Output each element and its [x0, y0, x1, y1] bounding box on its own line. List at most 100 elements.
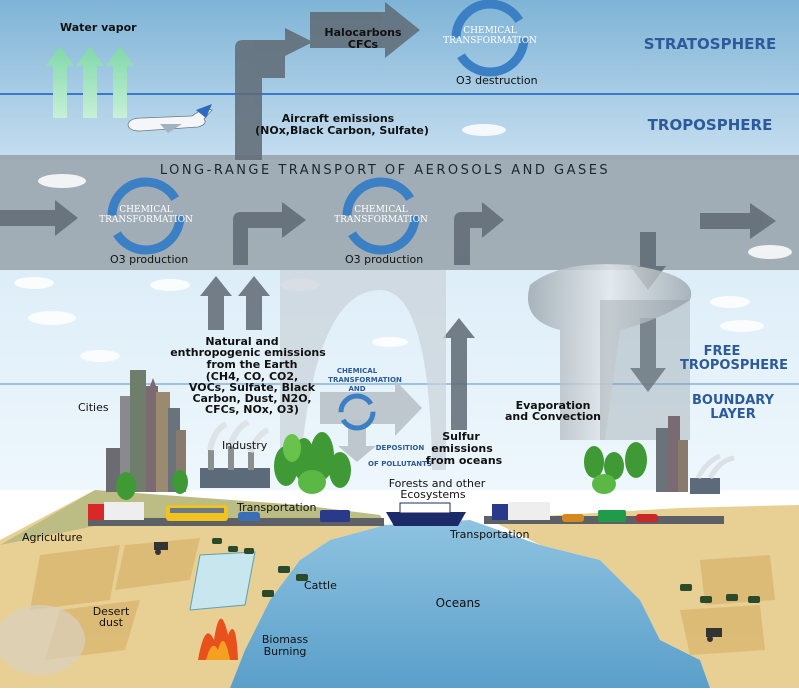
ocean [230, 520, 710, 688]
water-vapor-arrows [46, 46, 134, 118]
cycle-label: TRANSFORMATION [443, 36, 537, 46]
cities-label: Cities [78, 401, 109, 414]
vapor-arrow [46, 46, 74, 118]
cycle-label: TRANSFORMATION [99, 215, 193, 225]
cloud [720, 320, 764, 332]
cattle-label: Cattle [304, 579, 337, 592]
cloud [150, 279, 190, 291]
arch-pillar [280, 270, 446, 474]
natural-emissions-label: Natural and enthropogenic emissions from… [170, 335, 326, 416]
cycle-label: CHEMICAL [463, 26, 516, 36]
emission-arrow [238, 276, 270, 330]
sulfur-line: from oceans [426, 454, 503, 467]
emissions-line: (CH4, CO, CO2, [206, 370, 298, 383]
transportation-label-left: Transportation [236, 501, 316, 514]
car-icon [636, 514, 658, 522]
free-troposphere-label-1: FREE [704, 344, 741, 359]
cloud [14, 277, 54, 289]
cloud [28, 311, 76, 325]
cfcs-label: CFCs [348, 38, 379, 51]
car-icon [562, 514, 584, 522]
greenhouse-field [189, 551, 256, 611]
trees-right [584, 442, 647, 494]
tractor-icon [154, 542, 168, 555]
evaporation-label: Evaporation [516, 399, 591, 412]
water-vapor-label: Water vapor [60, 21, 137, 34]
burning-label: Burning [264, 645, 307, 658]
ecosystems-label: Ecosystems [400, 488, 465, 501]
forest [274, 432, 351, 494]
upward-transport-arrow [235, 28, 313, 160]
fields [30, 538, 775, 660]
deposition-label: DEPOSITION OF POLLUTANTS [368, 444, 432, 468]
industry-label: Industry [222, 439, 268, 452]
van-icon [320, 510, 350, 522]
fire-icon [198, 618, 238, 660]
chemical-cycle-small [338, 393, 376, 431]
deposition-line: OF POLLUTANTS [368, 460, 432, 468]
convection-column [600, 300, 690, 440]
trees-left [116, 470, 188, 500]
emissions-line: CFCs, NOx, O3) [205, 403, 299, 416]
sulfur-emissions-label: Sulfur emissions from oceans [426, 430, 503, 467]
agriculture-label: Agriculture [22, 531, 83, 544]
chemical-cycle-left: CHEMICAL TRANSFORMATION [99, 177, 193, 255]
dust-label: dust [99, 616, 124, 629]
troposphere-label: TROPOSPHERE [648, 116, 773, 134]
car-icon [238, 512, 260, 521]
sulfur-arrow [443, 318, 475, 430]
deposition-line: DEPOSITION [376, 444, 425, 452]
desert-dust-cloud [0, 605, 85, 675]
truck-icon [88, 502, 144, 520]
city-right [656, 416, 735, 494]
free-troposphere-label-2: TROPOSPHERE [680, 358, 788, 373]
descent-arrow [630, 318, 666, 392]
halocarbon-arrow [310, 2, 420, 58]
biomass-label: Biomass [262, 633, 309, 646]
convection-label: and Convection [505, 410, 601, 423]
outflow-arrow [700, 203, 776, 239]
emissions-line: Natural and [205, 335, 278, 348]
desert-label: Desert [93, 605, 130, 618]
emissions-line: VOCs, Sulfate, Black [189, 381, 316, 394]
cycle-ring [451, 0, 529, 77]
o3-destruction-label: O3 destruction [456, 74, 538, 87]
vapor-arrow [76, 46, 104, 118]
cycle-ring [338, 393, 376, 431]
cycle-label: CHEMICAL [354, 205, 407, 215]
halocarbons-label: Halocarbons [324, 26, 402, 39]
boundary-layer-label-2: LAYER [710, 407, 755, 422]
deposition-arrow [338, 420, 376, 462]
cloud [38, 174, 86, 188]
cycle-ring [107, 177, 185, 255]
long-range-transport-banner: LONG-RANGE TRANSPORT OF AEROSOLS AND GAS… [160, 163, 610, 178]
aircraft-emissions-detail: (NOx,Black Carbon, Sulfate) [255, 124, 429, 137]
tractor-icon [706, 628, 722, 642]
transportation-label-right: Transportation [449, 528, 529, 541]
truck-icon [492, 502, 550, 520]
oceans-label: Oceans [436, 596, 481, 610]
cycle-ring [342, 177, 420, 255]
chem-and-line: TRANSFORMATION [328, 376, 402, 384]
transport-arrows [0, 2, 776, 430]
cloud [748, 245, 792, 259]
cycle-label: TRANSFORMATION [334, 215, 428, 225]
cloud [710, 296, 750, 308]
bus-icon [166, 505, 228, 521]
forests-label: Forests and other [389, 477, 486, 490]
emissions-line: Carbon, Dust, N2O, [192, 392, 311, 405]
van-icon [598, 510, 626, 522]
transport-arrow-mid [233, 202, 306, 265]
aircraft-emissions-label: Aircraft emissions [282, 112, 395, 125]
airplane-icon [127, 104, 213, 133]
vapor-arrow [106, 46, 134, 118]
emissions-line: enthropogenic emissions [170, 346, 326, 359]
cattle-icons [212, 538, 760, 603]
inflow-arrow [0, 200, 78, 236]
emission-arrow [200, 276, 232, 330]
sulfur-line: emissions [431, 442, 493, 455]
emissions-line: from the Earth [207, 358, 298, 371]
cloud [80, 350, 120, 362]
